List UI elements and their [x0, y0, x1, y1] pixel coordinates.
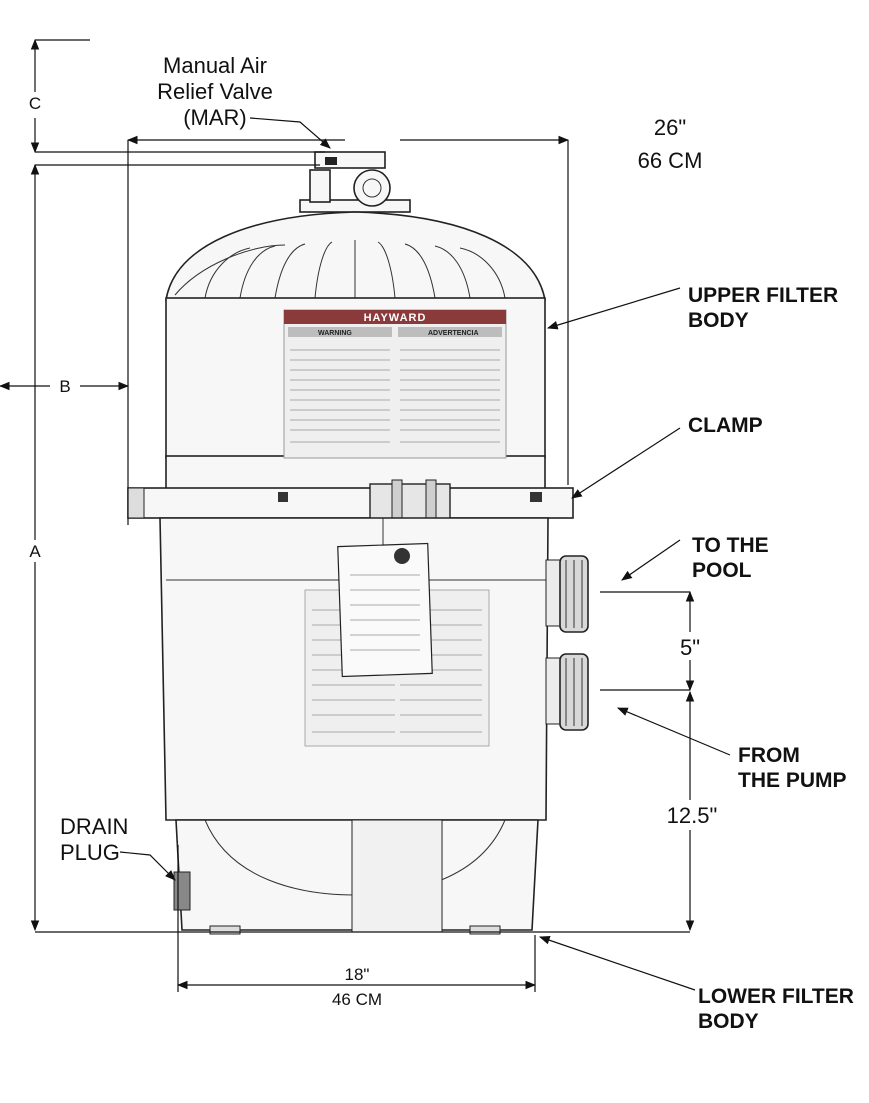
- warning-text: WARNING: [318, 330, 352, 337]
- upper-filter-body-line2: BODY: [688, 309, 749, 332]
- port-height-label: 12.5": [667, 803, 718, 828]
- base-width-inches: 18": [345, 965, 370, 984]
- advertencia-text: ADVERTENCIA: [428, 330, 479, 337]
- mar-valve: [299, 151, 411, 213]
- dimension-c-label: C: [29, 94, 41, 113]
- upper-filter-body-line1: UPPER FILTER: [688, 284, 838, 307]
- port-spacing-label: 5": [680, 635, 700, 660]
- mar-label-line3: (MAR): [183, 105, 247, 130]
- top-width-cm: 66 CM: [638, 148, 703, 173]
- inlet-port: [545, 653, 589, 731]
- mar-label-line1: Manual Air: [163, 53, 267, 78]
- base-width-cm: 46 CM: [332, 990, 382, 1009]
- return-port: [545, 555, 589, 633]
- clamp-band: [127, 479, 574, 527]
- brand-text: HAYWARD: [364, 312, 427, 324]
- lower-filter-body-line2: BODY: [698, 1010, 759, 1033]
- lower-filter-body-line1: LOWER FILTER: [698, 985, 854, 1008]
- drain-plug-line1: DRAIN: [60, 814, 128, 839]
- from-pump-line2: THE PUMP: [738, 769, 847, 792]
- to-pool-line1: TO THE: [692, 534, 769, 557]
- lower-filter-body-shape: [159, 517, 549, 935]
- mar-label-line2: Relief Valve: [157, 79, 273, 104]
- dimension-b-label: B: [59, 377, 70, 396]
- dimension-a-label: A: [29, 542, 41, 561]
- to-pool-line2: POOL: [692, 559, 752, 582]
- clamp-label: CLAMP: [688, 414, 763, 437]
- warning-label-plate: HAYWARD WARNING ADVERTENCIA: [283, 309, 507, 459]
- drain-plug-line2: PLUG: [60, 840, 120, 865]
- top-width-inches: 26": [654, 115, 686, 140]
- from-pump-line1: FROM: [738, 744, 800, 767]
